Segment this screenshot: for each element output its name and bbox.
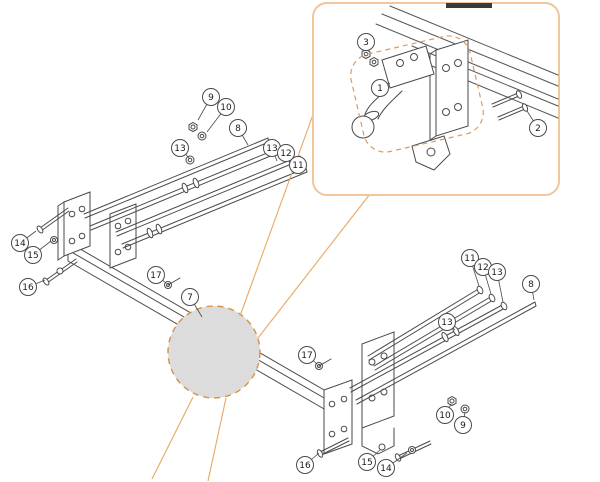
callout-11: 11 <box>461 249 480 287</box>
inset-nuts <box>361 48 379 68</box>
svg-text:12: 12 <box>477 263 488 273</box>
inset-highlight-outline <box>350 35 484 153</box>
callout-10: 10 <box>206 98 235 133</box>
svg-text:16: 16 <box>22 283 34 293</box>
inset-bolts <box>491 90 529 121</box>
svg-text:8: 8 <box>235 124 241 134</box>
callout-9: 9 <box>454 411 472 434</box>
svg-text:9: 9 <box>460 421 466 431</box>
callout-10: 10 <box>436 403 454 424</box>
callout-3: 3 <box>357 33 375 51</box>
svg-text:12: 12 <box>280 149 291 159</box>
svg-text:13: 13 <box>266 144 277 154</box>
left-fixing-bolts <box>36 207 78 286</box>
svg-text:2: 2 <box>535 124 541 134</box>
svg-text:10: 10 <box>220 103 232 113</box>
callout-11: 11 <box>289 156 307 174</box>
svg-text:10: 10 <box>439 411 451 421</box>
left-nut-washers <box>185 121 207 165</box>
callout-13: 13 <box>263 139 281 162</box>
svg-text:14: 14 <box>14 239 26 249</box>
callout-9: 9 <box>197 88 220 121</box>
towball <box>351 115 375 139</box>
right-mounting-plates <box>323 331 395 455</box>
callout-15: 15 <box>24 240 52 264</box>
svg-text:13: 13 <box>441 318 452 328</box>
beam-bolts <box>164 277 332 370</box>
svg-text:7: 7 <box>187 293 193 303</box>
right-nut-washers <box>447 395 470 414</box>
svg-text:13: 13 <box>491 268 502 278</box>
callout-16: 16 <box>19 278 46 296</box>
svg-text:9: 9 <box>208 93 214 103</box>
svg-text:11: 11 <box>292 161 303 171</box>
callout-12: 12 <box>277 144 295 165</box>
svg-text:13: 13 <box>174 144 185 154</box>
svg-text:15: 15 <box>361 458 372 468</box>
svg-text:11: 11 <box>464 254 475 264</box>
callout-8: 8 <box>522 275 540 301</box>
bottom-fixing-bolts <box>316 437 432 462</box>
center-highlight <box>167 305 261 399</box>
svg-text:17: 17 <box>150 271 161 281</box>
callout-15: 15 <box>358 449 381 471</box>
callout-14: 14 <box>11 230 37 252</box>
svg-text:16: 16 <box>299 461 311 471</box>
svg-text:17: 17 <box>301 351 312 361</box>
callout-13: 13 <box>438 313 456 331</box>
callout-8: 8 <box>229 119 249 146</box>
svg-text:15: 15 <box>27 251 38 261</box>
svg-text:3: 3 <box>363 38 369 48</box>
callout-2: 2 <box>526 110 547 137</box>
inset-leader-lines <box>151 111 371 482</box>
callout-13: 13 <box>171 139 190 159</box>
callout-14: 14 <box>377 452 408 477</box>
towball-bracket <box>351 39 469 171</box>
svg-text:1: 1 <box>377 84 383 94</box>
callout-17: 17 <box>298 346 318 365</box>
callout-16: 16 <box>296 452 320 474</box>
left-mounting-plates <box>57 191 137 269</box>
highlight-circle <box>167 305 261 399</box>
vehicle-member <box>446 3 492 8</box>
callout-1: 1 <box>371 79 391 97</box>
svg-text:14: 14 <box>380 464 392 474</box>
detail-inset <box>312 2 560 196</box>
svg-text:8: 8 <box>528 280 534 290</box>
callout-7: 7 <box>181 288 203 318</box>
callout-17: 17 <box>147 266 167 284</box>
callout-13: 13 <box>488 263 506 303</box>
